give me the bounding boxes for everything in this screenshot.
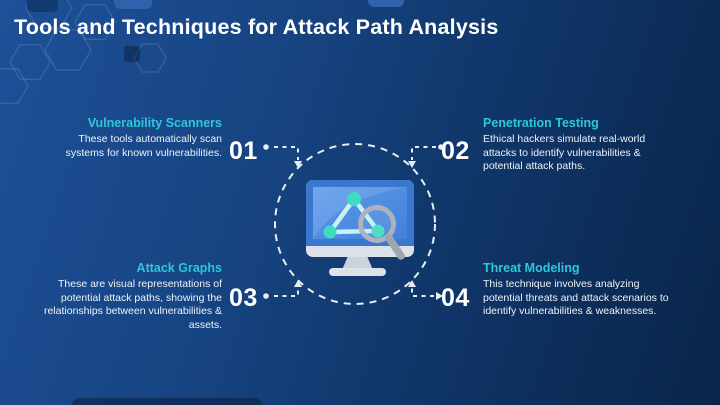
slide-title: Tools and Techniques for Attack Path Ana…	[14, 15, 499, 39]
monitor-base	[329, 268, 386, 276]
item-vulnerability-scanners: Vulnerability Scanners These tools autom…	[52, 116, 222, 160]
item-description: This technique involves analyzing potent…	[483, 278, 669, 318]
item-number-04: 04	[441, 284, 470, 312]
bottom-edge-shape	[72, 398, 262, 405]
connector-arrow-03	[294, 280, 302, 287]
network-graph-icon	[323, 192, 385, 239]
connector-02	[411, 146, 436, 160]
connector-dot-03	[263, 293, 269, 299]
monitor-stand	[342, 256, 373, 270]
connector-arrow-02	[408, 161, 416, 168]
item-title: Vulnerability Scanners	[87, 116, 222, 130]
item-number-03: 03	[229, 284, 258, 312]
item-title: Penetration Testing	[483, 116, 599, 130]
connector-04	[411, 287, 434, 297]
item-description: Ethical hackers simulate real-world atta…	[483, 133, 646, 173]
connector-arrow-04	[408, 280, 416, 287]
connector-03	[274, 287, 299, 297]
connector-arrow-01	[294, 161, 302, 168]
monitor-screen	[313, 187, 407, 239]
item-number-02: 02	[441, 137, 470, 165]
item-attack-graphs: Attack Graphs These are visual represent…	[42, 261, 222, 333]
monitor-bezel	[306, 180, 414, 257]
monitor-frame	[306, 180, 414, 246]
graph-node-top	[347, 192, 361, 206]
monitor-icon	[306, 180, 414, 276]
item-penetration-testing: Penetration Testing Ethical hackers simu…	[483, 116, 665, 174]
graph-node-left	[323, 225, 337, 239]
item-title: Threat Modeling	[483, 261, 580, 275]
dashed-circle	[274, 143, 436, 305]
item-number-01: 01	[229, 137, 258, 165]
item-description: These are visual representations of pote…	[43, 278, 222, 331]
screen-sheen	[313, 187, 407, 239]
item-title: Attack Graphs	[136, 261, 222, 275]
connector-dot-01	[263, 144, 269, 150]
item-threat-modeling: Threat Modeling This technique involves …	[483, 261, 669, 319]
graph-node-right	[371, 224, 385, 238]
connector-01	[274, 146, 299, 160]
magnifier-icon	[358, 205, 405, 260]
item-description: These tools automatically scan systems f…	[65, 133, 222, 159]
